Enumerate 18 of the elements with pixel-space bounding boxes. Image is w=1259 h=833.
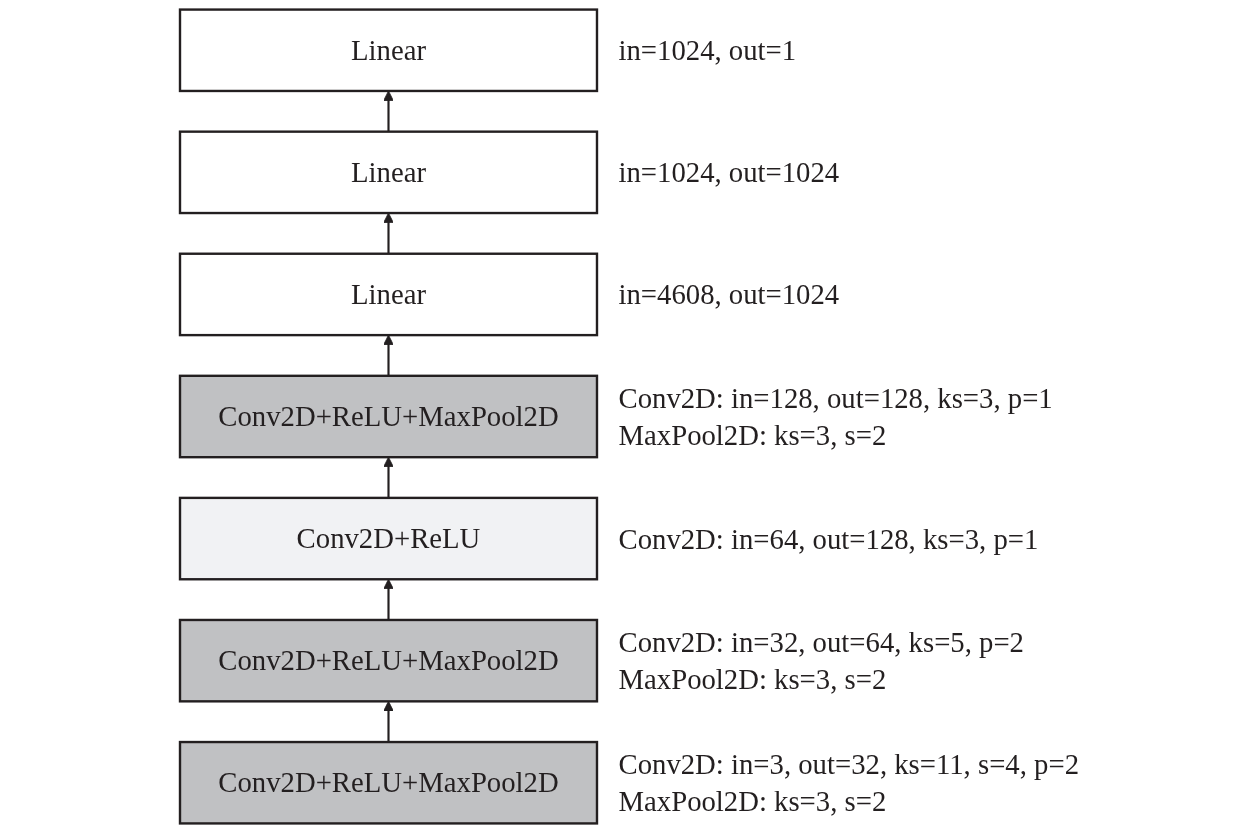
node-box: Conv2D+ReLU <box>178 496 599 581</box>
layer-parameters-text: Conv2D: in=128, out=128, ks=3, p=1 <box>618 381 1053 414</box>
layer-parameters-text: Conv2D: in=32, out=64, ks=5, p=2 <box>618 626 1024 658</box>
layer-parameters-text: in=1024, out=1 <box>618 34 797 67</box>
node-box: Linear <box>178 130 599 215</box>
layer-parameters-text: Conv2D: in=64, out=128, ks=3, p=1 <box>618 522 1039 555</box>
node-box: Conv2D+ReLU+MaxPool2D <box>178 374 599 459</box>
layer-parameters-text: Conv2D: in=3, out=32, ks=11, s=4, p=2 <box>618 748 1079 781</box>
node-box: Conv2D+ReLU+MaxPool2D <box>178 740 599 825</box>
layer-parameters-text: MaxPool2D: ks=3, s=2 <box>618 785 887 818</box>
layer-parameters-text: MaxPool2D: ks=3, s=2 <box>618 663 887 696</box>
layer-parameters-text: MaxPool2D: ks=3, s=2 <box>618 419 887 452</box>
node-box: Linear <box>178 8 599 93</box>
layer-parameters-text: in=1024, out=1024 <box>618 156 840 189</box>
node-box: Conv2D+ReLU+MaxPool2D <box>178 618 599 703</box>
layer-parameters-text: in=4608, out=1024 <box>618 278 840 311</box>
node-box: Linear <box>178 252 599 337</box>
arrow <box>383 90 394 132</box>
